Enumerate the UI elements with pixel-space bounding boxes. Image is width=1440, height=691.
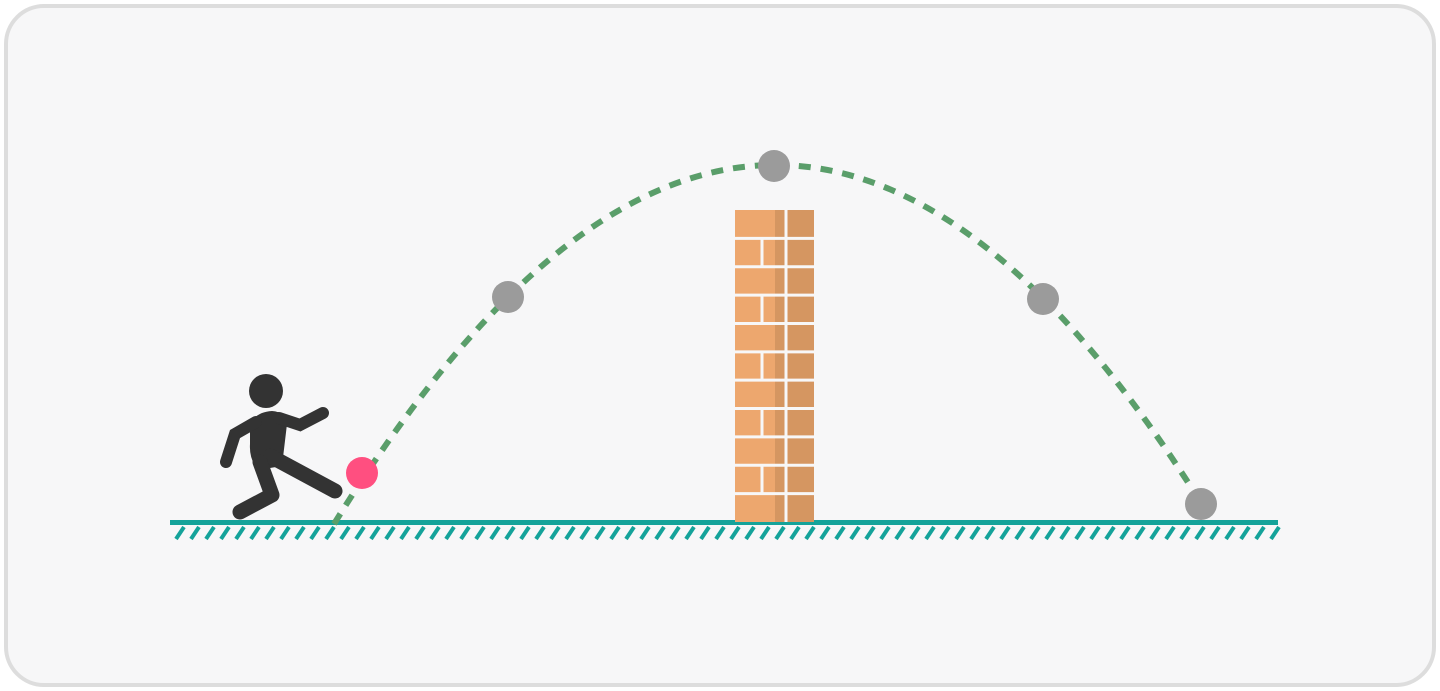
wall-lit-face [735,210,775,522]
brick-wall-icon [735,210,814,522]
ball-position-landing [1185,488,1217,520]
ball-position-apex [758,150,790,182]
ground-hatch-mark [789,525,801,541]
ground-hatch-mark [294,525,306,541]
ground-hatch-mark [189,525,201,541]
ground-hatch-mark [939,525,951,541]
ground-hatch-mark [519,525,531,541]
kicker-back-arm [220,416,262,468]
ground-hatch-mark [1089,525,1101,541]
kicker-front-arm [273,407,329,432]
ball-position-falling [1027,283,1059,315]
ground-hatch-mark [819,525,831,541]
ground-hatch-mark [684,525,696,541]
ground-hatch-mark [909,525,921,541]
ground-hatch-mark [414,525,426,541]
ground-hatch-mark [879,525,891,541]
ground-hatch-mark [1044,525,1056,541]
ground-hatch-mark [759,525,771,541]
ground-hatch-mark [429,525,441,541]
ground-hatch-mark [1149,525,1161,541]
ground-hatching [174,525,1281,541]
ball-position-rising [492,281,524,313]
kicker-head [249,374,283,408]
ground-line [170,520,1278,525]
person-kicking-icon [220,374,343,520]
ground-hatch-mark [459,525,471,541]
ground-hatch-mark [369,525,381,541]
diagram-panel [4,4,1436,687]
ground-hatch-mark [489,525,501,541]
ground-hatch-mark [249,525,261,541]
ground-hatch-mark [984,525,996,541]
ground-hatch-mark [234,525,246,541]
ground-hatch-mark [954,525,966,541]
ground-hatch-mark [354,525,366,541]
ground-hatch-mark [1209,525,1221,541]
ground-hatch-mark [264,525,276,541]
ground-hatch-mark [924,525,936,541]
ground-hatch-mark [834,525,846,541]
ground-hatch-mark [999,525,1011,541]
ground-hatch-mark [729,525,741,541]
ground-hatch-mark [1269,525,1281,541]
ground-hatch-mark [579,525,591,541]
ground-hatch-mark [309,525,321,541]
ground-hatch-mark [204,525,216,541]
wall-shaded-face [775,210,814,522]
ground-hatch-mark [1059,525,1071,541]
ground-hatch-mark [549,525,561,541]
ground-hatch-mark [279,525,291,541]
ground-hatch-mark [774,525,786,541]
ground-hatch-mark [1119,525,1131,541]
ground-hatch-mark [384,525,396,541]
projectile-over-wall-diagram [170,150,1281,541]
ground-hatch-mark [564,525,576,541]
ground-hatch-mark [534,525,546,541]
ground-hatch-mark [339,525,351,541]
ground-hatch-mark [174,525,186,541]
ground-hatch-mark [504,525,516,541]
ground-hatch-mark [714,525,726,541]
ground-hatch-mark [849,525,861,541]
ground-hatch-mark [1029,525,1041,541]
ground-hatch-mark [594,525,606,541]
kicker-standing-leg [232,454,280,520]
ground-hatch-mark [474,525,486,541]
ground-hatch-mark [864,525,876,541]
ground-hatch-mark [1179,525,1191,541]
kicker-kicking-leg [262,448,343,499]
ground-hatch-mark [969,525,981,541]
ground-hatch-mark [1014,525,1026,541]
ground-hatch-mark [1074,525,1086,541]
ground-hatch-mark [1254,525,1266,541]
ground-hatch-mark [894,525,906,541]
ground-hatch-mark [699,525,711,541]
ground-hatch-mark [669,525,681,541]
ground-hatch-mark [609,525,621,541]
ball-icon [346,457,378,489]
ground-hatch-mark [639,525,651,541]
ground-hatch-mark [444,525,456,541]
ground-hatch-mark [804,525,816,541]
ground-hatch-mark [1224,525,1236,541]
ground-hatch-mark [624,525,636,541]
ground-hatch-mark [399,525,411,541]
ground-hatch-mark [219,525,231,541]
ground-hatch-mark [324,525,336,541]
ground-hatch-mark [1194,525,1206,541]
ground-hatch-mark [654,525,666,541]
trajectory-path [331,162,1211,526]
ground-hatch-mark [1104,525,1116,541]
ground [170,520,1281,541]
ground-hatch-mark [1134,525,1146,541]
ground-hatch-mark [1164,525,1176,541]
ground-hatch-mark [1239,525,1251,541]
ground-hatch-mark [744,525,756,541]
